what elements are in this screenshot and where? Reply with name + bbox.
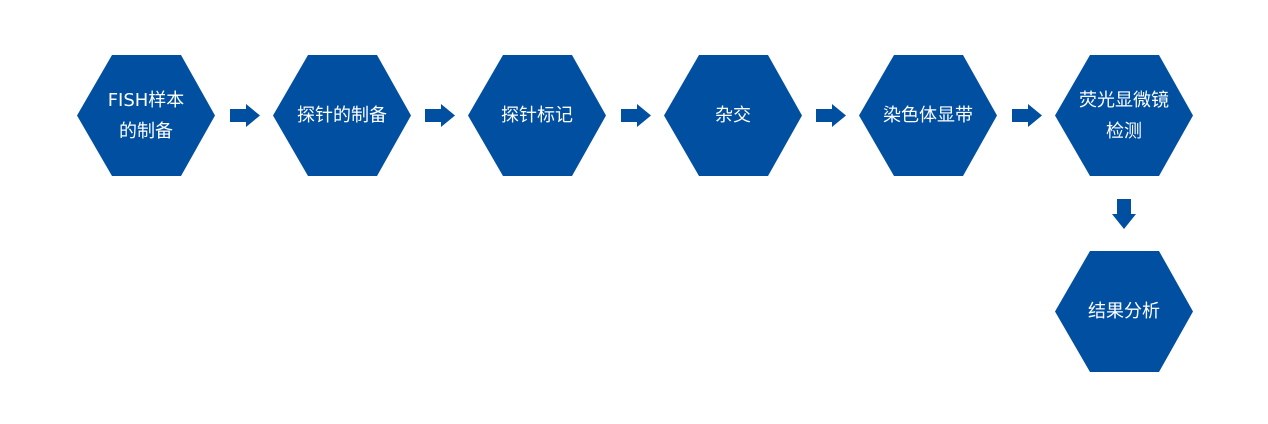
step-node-1: FISH样本 的制备 xyxy=(77,55,215,176)
hexagon-step-3 xyxy=(468,55,606,176)
down-arrow-icon xyxy=(1112,199,1136,229)
right-arrow-icon xyxy=(621,104,651,127)
step-label: 荧光显微镜 检测 xyxy=(1079,89,1169,142)
hexagon-step-1 xyxy=(77,55,215,176)
step-label: 染色体显带 xyxy=(883,105,973,126)
step-label: 杂交 xyxy=(715,105,751,126)
right-arrow-icon xyxy=(1012,104,1042,127)
hexagon-step-4 xyxy=(664,55,802,176)
step-node-2: 探针的制备 xyxy=(273,55,411,176)
step-node-6: 荧光显微镜 检测 xyxy=(1055,55,1193,176)
hexagon-step-6 xyxy=(1055,55,1193,176)
hexagon-step-5 xyxy=(859,55,997,176)
step-label: 探针的制备 xyxy=(297,105,387,126)
step-node-5: 染色体显带 xyxy=(859,55,997,176)
hexagon-step-7 xyxy=(1055,251,1193,372)
right-arrow-icon xyxy=(425,104,455,127)
hexagon-step-2 xyxy=(273,55,411,176)
step-label: FISH样本 的制备 xyxy=(107,89,185,142)
step-node-3: 探针标记 xyxy=(468,55,606,176)
right-arrow-icon xyxy=(230,104,260,127)
right-arrow-icon xyxy=(816,104,846,127)
step-node-4: 杂交 xyxy=(664,55,802,176)
step-node-7: 结果分析 xyxy=(1055,251,1193,372)
step-label: 探针标记 xyxy=(501,105,573,126)
step-label: 结果分析 xyxy=(1088,301,1160,322)
